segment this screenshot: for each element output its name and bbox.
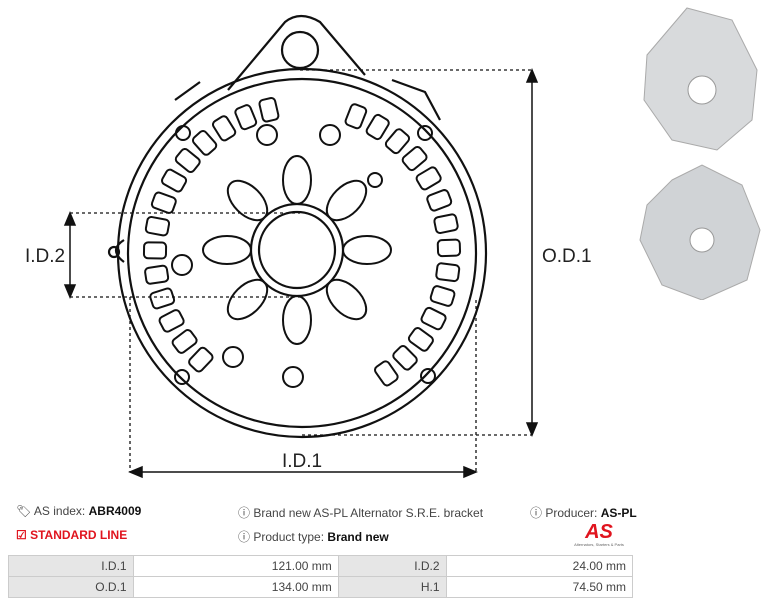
vent-slot (436, 238, 462, 258)
rib-window (325, 278, 368, 321)
rib-window (202, 235, 252, 265)
checkbox-icon: ☑ (16, 528, 27, 542)
spec-name: O.D.1 (8, 576, 134, 598)
vent-slot (365, 113, 390, 141)
vent-slot (174, 147, 201, 174)
rib-window (226, 278, 269, 321)
vent-slot (142, 241, 168, 260)
rib-window (282, 295, 312, 345)
as-pl-logo: AS Alternators, Starters & Parts (574, 521, 624, 547)
vent-slot (426, 189, 453, 212)
vent-slot (150, 191, 177, 214)
hole (282, 366, 304, 388)
spec-value: 134.00 mm (132, 576, 339, 598)
vent-slot (384, 128, 411, 155)
hole (319, 124, 341, 146)
description: ⓘ Brand new AS-PL Alternator S.R.E. brac… (238, 506, 484, 520)
vent-slot (144, 216, 171, 237)
rib-window (342, 235, 392, 265)
as-index: 🏷 AS index: ABR4009 (16, 504, 142, 518)
info-icon: ⓘ (238, 506, 251, 520)
spec-value: 74.50 mm (445, 576, 634, 598)
mount-hole (420, 368, 436, 384)
od1-label: O.D.1 (542, 246, 592, 267)
mount-hole (175, 125, 191, 141)
id2-label: I.D.2 (25, 246, 65, 267)
vent-slot (191, 130, 218, 156)
vent-slot (420, 306, 447, 331)
mount-hole (417, 125, 433, 141)
vent-slot (160, 168, 188, 193)
vent-slot (188, 346, 214, 373)
rib-window (325, 179, 368, 222)
hole (256, 124, 278, 146)
tags-icon: 🏷 (16, 504, 32, 518)
rib-window (226, 179, 269, 222)
vent-slot (158, 309, 185, 333)
hole (222, 346, 244, 368)
vent-slot (344, 103, 368, 130)
product-type: ⓘ Product type: Brand new (238, 530, 389, 544)
mount-hole (174, 369, 190, 385)
vent-slot (401, 145, 428, 172)
rib-window (282, 155, 312, 205)
bracket-technical-drawing: O.D.1 I.D.1 I.D.2 (25, 14, 592, 479)
vent-slot (212, 115, 237, 142)
vent-slot (149, 287, 176, 310)
vent-slot (392, 345, 418, 371)
hole (171, 254, 193, 276)
id1-label: I.D.1 (282, 451, 322, 472)
vent-slot (433, 213, 459, 235)
vent-slot (258, 97, 280, 123)
spec-value: 24.00 mm (445, 555, 634, 577)
spec-name: H.1 (337, 576, 447, 598)
vent-slot (234, 104, 258, 131)
vent-slot (171, 329, 198, 354)
spec-name: I.D.2 (337, 555, 447, 577)
info-icon: ⓘ (238, 530, 251, 544)
info-icon: ⓘ (530, 506, 543, 520)
vent-slot (415, 166, 442, 191)
vent-slot (429, 285, 456, 307)
product-photo (639, 7, 761, 300)
vent-slot (144, 264, 170, 285)
standard-line-badge: ☑ STANDARD LINE (16, 528, 128, 542)
vent-slot (407, 327, 434, 352)
producer: ⓘ Producer: AS-PL (530, 506, 637, 520)
vent-slot (374, 360, 399, 387)
spec-value: 121.00 mm (132, 555, 339, 577)
mount-hole (367, 172, 383, 188)
spec-name: I.D.1 (8, 555, 134, 577)
vent-slot (435, 262, 461, 283)
